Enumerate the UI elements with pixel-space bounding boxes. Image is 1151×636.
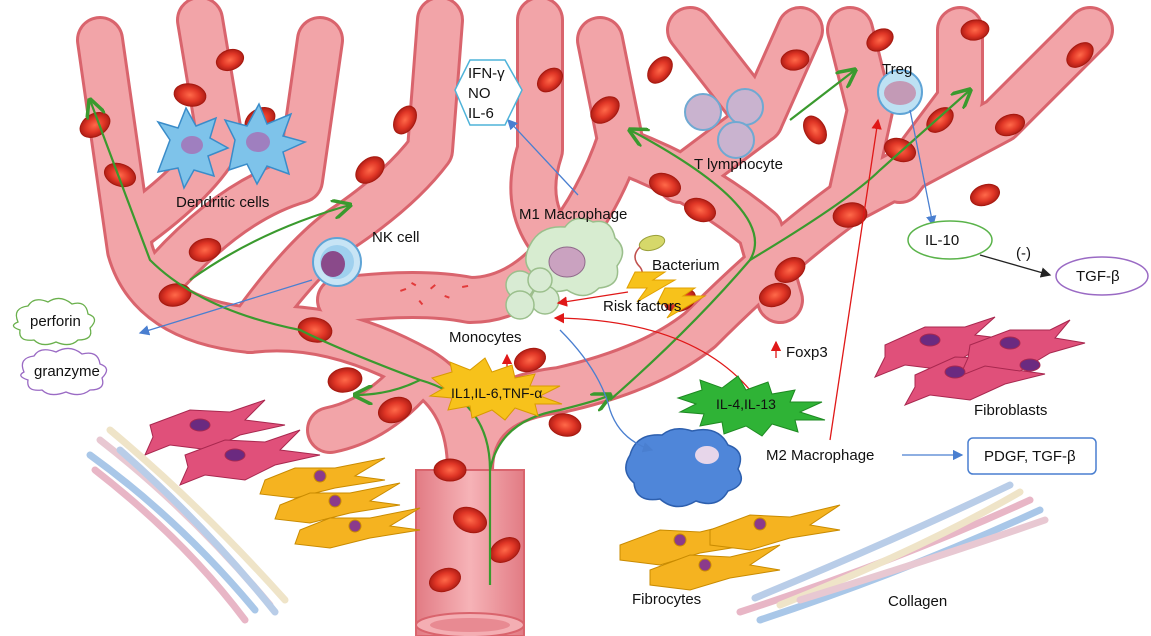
fibrocytes-label: Fibrocytes xyxy=(632,592,701,607)
t-lymphocyte-label: T lymphocyte xyxy=(694,157,783,172)
il4-burst-text: IL-4,IL-13 xyxy=(716,397,776,411)
granzyme-text: granzyme xyxy=(34,364,100,379)
negative-regulation-text: (-) xyxy=(1016,246,1031,261)
monocytes-icon xyxy=(506,268,559,319)
bacterium-label: Bacterium xyxy=(652,258,720,273)
tgfb-text: TGF-β xyxy=(1076,269,1120,284)
m1-macrophage-label: M1 Macrophage xyxy=(519,207,627,222)
fibroblasts-icon xyxy=(875,317,1085,405)
monocytes-label: Monocytes xyxy=(449,330,522,345)
il1-burst-text: IL1,IL-6,TNF-α xyxy=(451,386,542,400)
perforin-text: perforin xyxy=(30,314,81,329)
risk-factors-label: Risk factors xyxy=(603,299,681,314)
dendritic-cells-label: Dendritic cells xyxy=(176,195,269,210)
m2-macrophage-icon xyxy=(626,429,742,507)
pdgf-text: PDGF, TGF-β xyxy=(984,449,1076,464)
cytokine-ifn: IFN-γ xyxy=(468,66,505,81)
il10-text: IL-10 xyxy=(925,233,959,248)
cytokine-no: NO xyxy=(468,86,491,101)
foxp3-label: Foxp3 xyxy=(786,345,828,360)
treg-label: Treg xyxy=(882,62,912,77)
cytokine-il6: IL-6 xyxy=(468,106,494,121)
nk-cell-label: NK cell xyxy=(372,230,420,245)
collagen-label: Collagen xyxy=(888,594,947,609)
fibroblasts-label: Fibroblasts xyxy=(974,403,1047,418)
nk-cell-icon xyxy=(313,238,361,286)
fibrocytes-left-icon xyxy=(260,458,420,548)
m2-macrophage-label: M2 Macrophage xyxy=(766,448,874,463)
